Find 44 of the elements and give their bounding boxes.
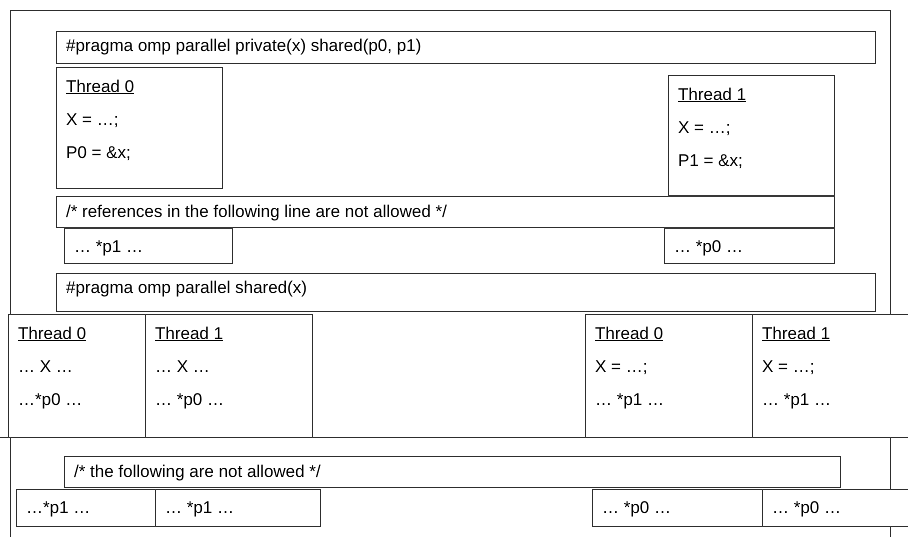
code-line: … *p1 … [74, 237, 144, 257]
thread-box [585, 314, 753, 438]
code-line: … *p1 … [595, 390, 665, 410]
thread-box [145, 314, 313, 438]
thread-heading: Thread 0 [66, 77, 136, 97]
thread-box [752, 314, 908, 438]
thread-heading: Thread 0 [595, 324, 664, 344]
code-line: … *p1 … [762, 390, 832, 410]
code-box [64, 228, 233, 264]
thread-box [56, 67, 223, 189]
thread-box [668, 75, 835, 196]
comment-text: /* the following are not allowed */ [74, 462, 322, 482]
code-line: … *p0 … [155, 390, 225, 410]
comment-text: /* references in the following line are not allowed */ [66, 202, 448, 222]
directive-text: #pragma omp parallel private(x) shared(p0, p1) [66, 36, 422, 56]
thread-box [8, 314, 146, 438]
code-line: … X … [155, 357, 211, 377]
code-line: X = …; [595, 357, 648, 377]
code-line: … X … [18, 357, 74, 377]
directive-box [56, 273, 876, 312]
code-line: … *p1 … [165, 498, 235, 518]
code-line: … *p0 … [602, 498, 672, 518]
code-box [16, 489, 156, 527]
code-line: … *p0 … [772, 498, 842, 518]
thread-heading: Thread 1 [678, 85, 748, 105]
thread-heading: Thread 1 [155, 324, 224, 344]
code-line: …*p0 … [18, 390, 84, 410]
code-box [762, 489, 908, 527]
code-line: P1 = &x; [678, 151, 744, 171]
comment-box [56, 196, 835, 228]
code-box [664, 228, 835, 264]
directive-text: #pragma omp parallel shared(x) [66, 278, 308, 298]
comment-box [64, 456, 841, 488]
thread-heading: Thread 1 [762, 324, 832, 344]
thread-heading: Thread 0 [18, 324, 88, 344]
code-box [592, 489, 763, 527]
code-line: P0 = &x; [66, 143, 132, 163]
directive-box [56, 31, 876, 64]
code-line: X = …; [678, 118, 732, 138]
code-line: … *p0 … [674, 237, 744, 257]
code-line: X = …; [66, 110, 120, 130]
code-box [155, 489, 321, 527]
code-line: …*p1 … [26, 498, 92, 518]
code-line: X = …; [762, 357, 816, 377]
